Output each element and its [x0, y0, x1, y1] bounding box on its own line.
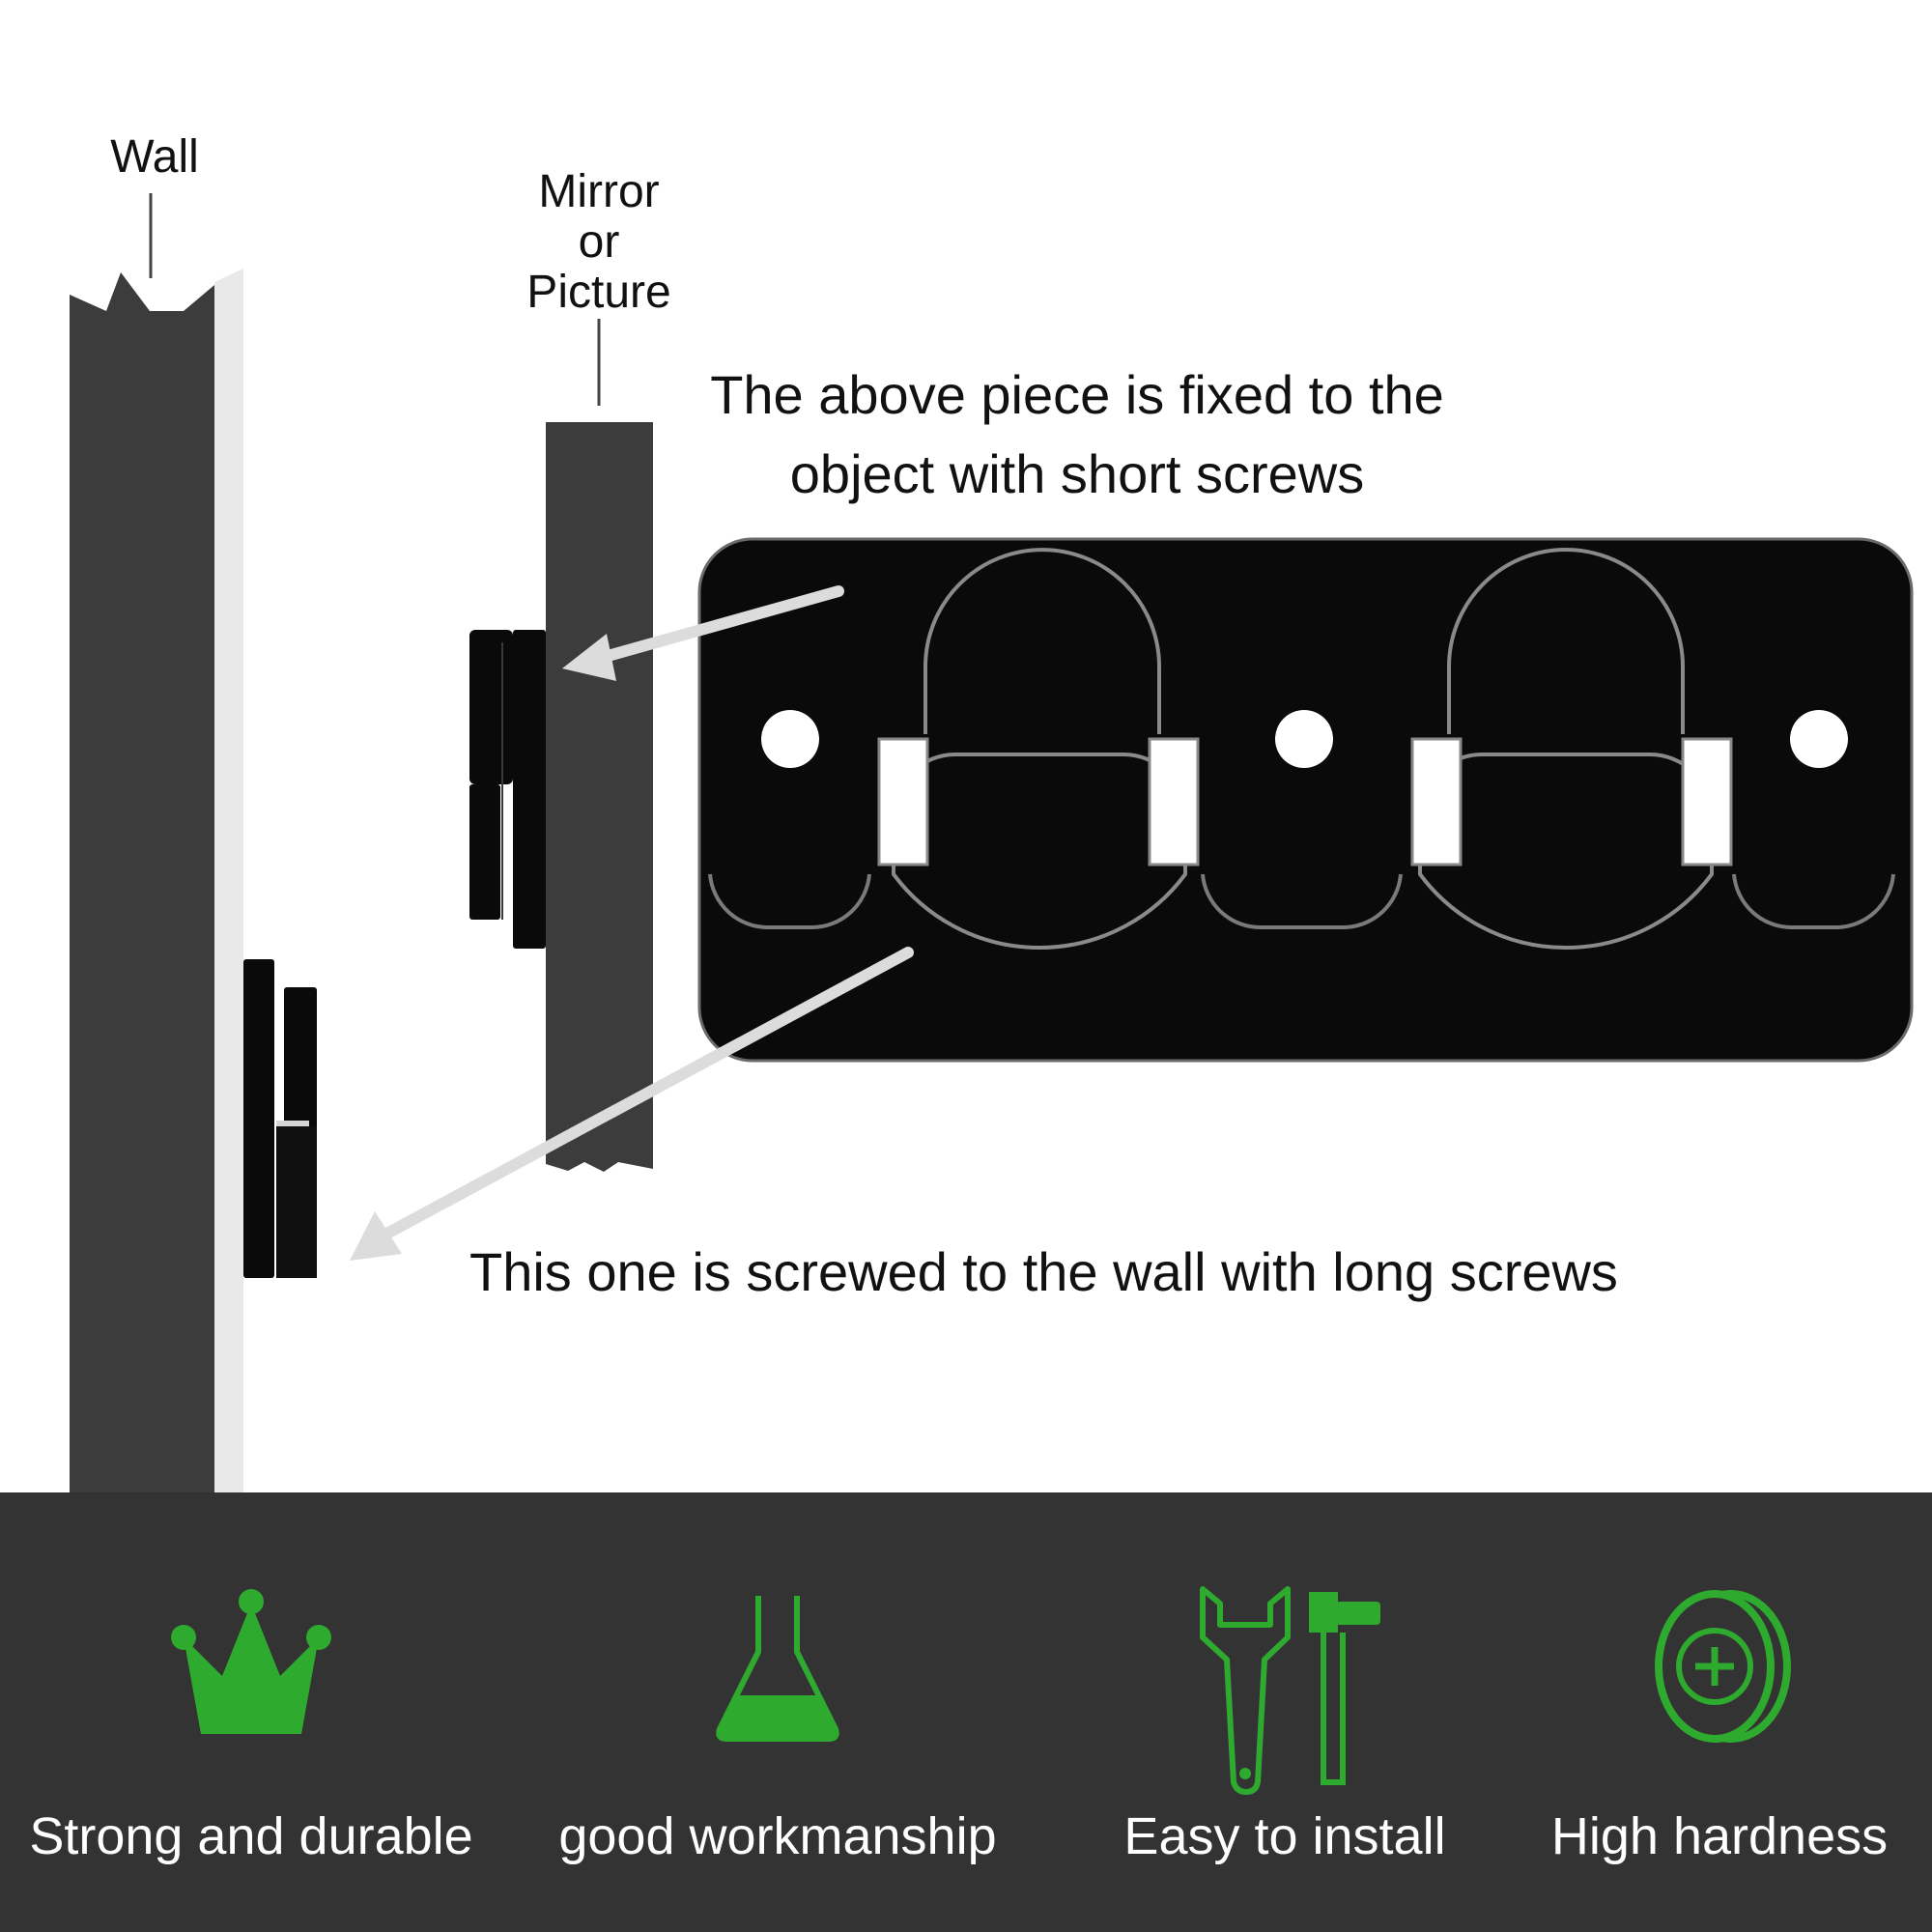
wall-bracket-profile: [243, 959, 317, 1278]
crown-icon: [171, 1589, 331, 1734]
hook-slot: [1148, 737, 1200, 867]
feature-label: Strong and durable: [29, 1807, 473, 1865]
mirror-board: [546, 422, 653, 1172]
feature-label: High hardness: [1550, 1807, 1889, 1865]
mirror-label-line: Mirror: [538, 166, 660, 217]
mounting-diagram: Wall Mirror or Picture The above piece i…: [70, 131, 1914, 1492]
coin-icon: [1655, 1590, 1791, 1743]
feature-label: Easy to install: [1123, 1807, 1446, 1865]
hook-slot: [877, 737, 929, 867]
screw-hole: [1790, 710, 1848, 768]
mirror-label-line: or: [578, 216, 620, 268]
arrow-to-wall-bracket: [350, 947, 914, 1261]
mirror-bracket-profile: [469, 630, 546, 949]
wall-label: Wall: [110, 131, 199, 183]
screw-hole: [1275, 710, 1333, 768]
feature-label: good workmanship: [558, 1807, 997, 1865]
flask-icon: [716, 1596, 839, 1742]
feature-easy-to-install: Easy to install: [1072, 1492, 1497, 1932]
hook-slot: [1681, 737, 1733, 867]
mirror-label-line: Picture: [526, 267, 671, 318]
wall-surface: [214, 269, 243, 1492]
above-piece-caption: The above piece is fixed to the object w…: [710, 364, 1444, 504]
bracket-plate: [697, 537, 1914, 1063]
feature-good-workmanship: good workmanship: [526, 1492, 1029, 1932]
hook-slot: [1410, 737, 1463, 867]
screw-hole: [761, 710, 819, 768]
wall-piece-caption: This one is screwed to the wall with lon…: [469, 1241, 1618, 1302]
diagram-art: [70, 193, 1914, 1492]
mirror-label: Mirror or Picture: [502, 167, 696, 318]
wrench-hammer-icon: [1200, 1586, 1380, 1795]
feature-high-hardness: High hardness: [1526, 1492, 1913, 1932]
feature-strong-and-durable: Strong and durable: [19, 1492, 483, 1932]
features-panel: Strong and durable good workmanship Easy…: [0, 1492, 1932, 1932]
wall-slab: [70, 272, 214, 1492]
arrow-to-mirror-bracket: [562, 585, 844, 681]
